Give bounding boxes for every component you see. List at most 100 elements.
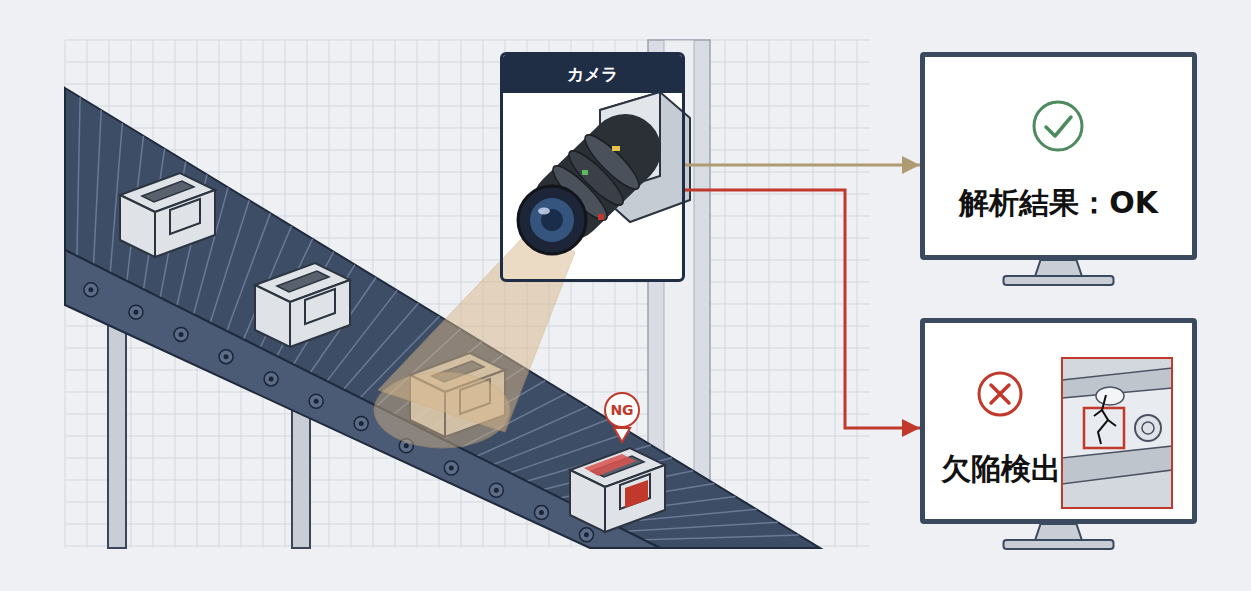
product bbox=[255, 263, 350, 347]
rail-bolt-center bbox=[314, 399, 319, 404]
signal-arrow bbox=[685, 164, 920, 167]
lens-indicator bbox=[582, 170, 588, 175]
rail-bolt-center bbox=[88, 287, 93, 292]
callout-pointer bbox=[614, 428, 630, 442]
product-side bbox=[605, 465, 665, 532]
lens-indicator bbox=[598, 214, 604, 220]
rail-bolt-center bbox=[179, 332, 184, 337]
rail-bolt-center bbox=[224, 354, 229, 359]
product-side bbox=[290, 280, 350, 347]
inset-ground bbox=[1062, 358, 1172, 508]
x-mark bbox=[991, 385, 1009, 403]
rail-bolt bbox=[489, 483, 503, 497]
rail-bolt-center bbox=[359, 421, 364, 426]
product-front bbox=[120, 195, 155, 257]
grid-line bbox=[65, 84, 870, 85]
grid bbox=[65, 40, 870, 548]
defect-mark bbox=[625, 480, 648, 508]
light-spot bbox=[374, 372, 510, 448]
product bbox=[120, 173, 215, 257]
product-window bbox=[170, 199, 200, 234]
grid-line bbox=[769, 40, 770, 548]
ok-icon bbox=[1034, 102, 1082, 150]
rail-bolt-center bbox=[584, 532, 589, 537]
grid-line bbox=[65, 128, 870, 129]
rail-bolt bbox=[534, 506, 548, 520]
belt-rail bbox=[65, 250, 660, 548]
inset-metal bbox=[1062, 368, 1172, 484]
rail-bolt bbox=[84, 283, 98, 297]
monitor-screen bbox=[920, 318, 1197, 524]
monitor-base bbox=[1004, 276, 1114, 285]
rail-bolt bbox=[129, 305, 143, 319]
defect-text: 欠陥検出 bbox=[933, 451, 1068, 487]
belt-slat bbox=[493, 419, 608, 464]
rail-bolt bbox=[309, 394, 323, 408]
belt-slat bbox=[643, 535, 799, 540]
rail-bolt bbox=[219, 350, 233, 364]
grid-line bbox=[417, 40, 418, 548]
defect-mark bbox=[584, 454, 636, 476]
rail-bolt-center bbox=[449, 466, 454, 471]
zoom-inset bbox=[1062, 358, 1172, 508]
belt-surface bbox=[65, 88, 820, 548]
product-slot bbox=[277, 271, 329, 292]
camera-panel: カメラ bbox=[500, 52, 685, 282]
rail-bolt bbox=[579, 528, 593, 542]
belt-leg bbox=[292, 410, 310, 548]
inset-bar bbox=[1062, 388, 1172, 458]
product bbox=[570, 448, 665, 532]
panel-title: カメラ bbox=[503, 55, 682, 93]
monitor-screen bbox=[920, 52, 1197, 260]
result-monitor: 解析結果：OK bbox=[920, 52, 1197, 260]
rail-bolt bbox=[354, 416, 368, 430]
monitor-stand bbox=[1004, 524, 1114, 549]
grid-line bbox=[725, 40, 726, 548]
grid-line bbox=[65, 502, 870, 503]
lens-indicator bbox=[612, 146, 620, 151]
grid-line bbox=[65, 150, 870, 151]
lens-glass bbox=[530, 198, 574, 242]
belt-slat bbox=[94, 110, 102, 264]
product-side bbox=[155, 190, 215, 257]
grid-line bbox=[65, 106, 870, 107]
inset-roller bbox=[1096, 387, 1124, 405]
rail-bolt-center bbox=[494, 488, 499, 493]
product-front bbox=[255, 285, 290, 347]
belt-leg bbox=[108, 320, 126, 548]
belt-slat bbox=[627, 522, 778, 531]
rail-bolt bbox=[174, 327, 188, 341]
product-window bbox=[620, 474, 650, 509]
result-text: 解析結果：OK bbox=[925, 185, 1192, 221]
product-slot bbox=[142, 181, 194, 202]
monitor-base bbox=[1004, 540, 1114, 549]
signal-arrow bbox=[685, 190, 920, 428]
rail-bolt-center bbox=[133, 310, 138, 315]
lens-front bbox=[518, 186, 586, 254]
grid-line bbox=[65, 62, 870, 63]
product-window bbox=[305, 289, 335, 324]
rail-bolt-center bbox=[269, 376, 274, 381]
belt-slat bbox=[77, 97, 80, 256]
grid-line bbox=[813, 40, 814, 548]
rail-bolt-center bbox=[539, 510, 544, 515]
grid-line bbox=[791, 40, 792, 548]
lens-highlight bbox=[538, 208, 550, 215]
grid-line bbox=[835, 40, 836, 548]
grid-line bbox=[857, 40, 858, 548]
inset-bolt-head bbox=[1142, 422, 1154, 434]
camera-illustration bbox=[518, 92, 690, 254]
belt-slat bbox=[210, 200, 249, 322]
ng-label: NG bbox=[606, 394, 638, 426]
defect-monitor: 欠陥検出 bbox=[920, 318, 1197, 524]
inset-bolt bbox=[1135, 415, 1161, 441]
rail-bolt bbox=[264, 372, 278, 386]
grid-line bbox=[747, 40, 748, 548]
check-mark bbox=[1046, 117, 1071, 136]
crack bbox=[1094, 395, 1116, 444]
rail-bolt bbox=[444, 461, 458, 475]
grid-line bbox=[65, 40, 870, 41]
rail-bolt-center bbox=[404, 443, 409, 448]
